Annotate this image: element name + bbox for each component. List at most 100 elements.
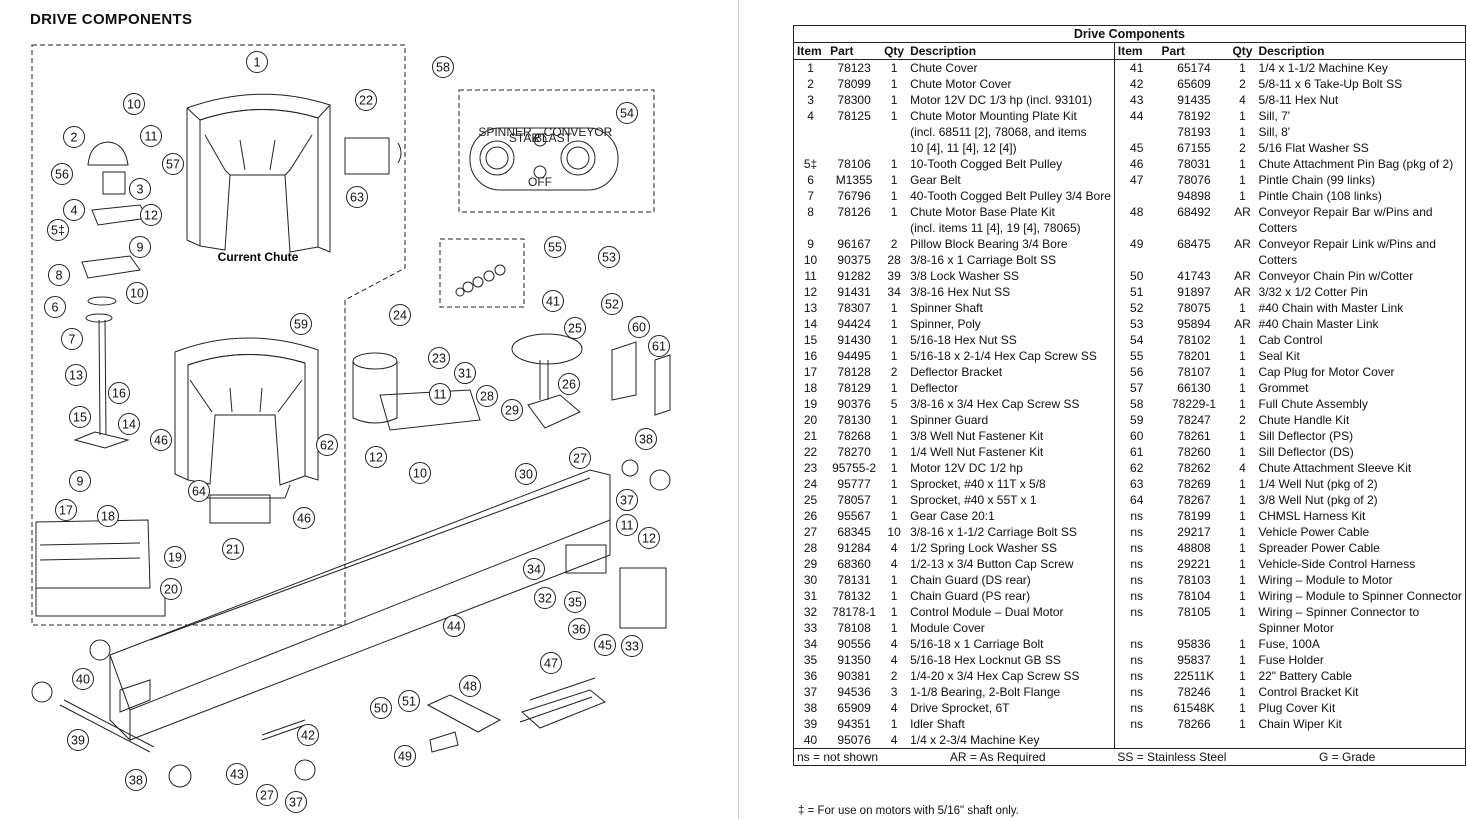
cell-part: 78128 [837, 365, 871, 379]
callout-number: 26 [562, 378, 576, 392]
cell-description: (incl. 68511 [2], 78068, and items [910, 125, 1087, 139]
cell-description: Chute Motor Base Plate Kit [910, 205, 1055, 219]
callout-number: 10 [413, 467, 427, 481]
cell-description: 3/8-16 Hex Nut SS [910, 285, 1011, 299]
cell-qty: 34 [887, 285, 901, 299]
cell-part: 95837 [1177, 653, 1211, 667]
callout-15: 15 [69, 406, 91, 428]
cell-part: 68360 [837, 557, 871, 571]
cell-description: 22" Battery Cable [1258, 669, 1353, 683]
cell-item: 9 [807, 237, 814, 251]
repair-bar-drawing [426, 694, 502, 733]
cell-description: Wiring – Spinner Connector to [1258, 605, 1420, 619]
callout-circle [140, 125, 162, 147]
callout-circle [621, 635, 643, 657]
cell-description: 5/16 Flat Washer SS [1258, 141, 1369, 155]
callout-number: 11 [434, 388, 447, 402]
cell-item: ns [1113, 700, 1159, 716]
cell-description: 5/16-18 x 1 Carriage Bolt [910, 637, 1044, 651]
cell-item: 27 [803, 525, 818, 539]
cell-item: 32 [803, 605, 818, 619]
cell-description: Chain Guard (DS rear) [910, 573, 1031, 587]
callout-number: 45 [598, 639, 612, 653]
cell-description: Chute Cover [910, 61, 978, 75]
cell-item: 43 [1113, 92, 1159, 108]
callout-40: 40 [72, 668, 94, 690]
callout-20: 20 [160, 578, 182, 600]
cell-item: 23 [803, 461, 818, 475]
cell-qty: 1 [890, 157, 898, 171]
cell-description: Gear Case 20:1 [910, 509, 995, 523]
cell-part: 91430 [837, 333, 871, 347]
callout-62: 62 [316, 434, 338, 456]
cell-part: 61548K [1173, 701, 1215, 715]
callout-circle [346, 186, 368, 208]
cell-part: 95755-2 [832, 461, 877, 475]
callout-number: 32 [538, 592, 552, 606]
cell-qty: 1 [1239, 109, 1246, 123]
cell-description: Idler Shaft [910, 717, 965, 731]
cell-item: 26 [803, 509, 818, 523]
callout-circle [256, 784, 278, 806]
callout-circle [47, 219, 69, 241]
callout-circle [432, 56, 454, 78]
cell-part: 91284 [837, 541, 871, 555]
callout-number: 27 [260, 789, 274, 803]
cab-control-drawing [469, 127, 619, 191]
cell-part: 91282 [837, 269, 871, 283]
callout-circle [558, 373, 580, 395]
callout-2: 2 [63, 126, 85, 148]
cell-qty: 4 [890, 653, 898, 667]
cell-qty: 1 [890, 317, 898, 331]
cell-description: 1/4 x 1-1/2 Machine Key [1258, 61, 1388, 75]
cell-qty: 1 [1239, 125, 1246, 139]
cell-part: 78130 [837, 413, 871, 427]
callout-9: 9 [69, 470, 91, 492]
callout-number: 16 [112, 387, 126, 401]
cell-description: 3/8-16 x 1 Carriage Bolt SS [910, 253, 1057, 267]
callout-51: 51 [398, 690, 420, 712]
cell-qty: 2 [890, 669, 898, 683]
cell-part: 78199 [1177, 509, 1211, 523]
cell-qty: 10 [887, 525, 901, 539]
cell-part [1159, 732, 1230, 749]
cell-description: Chute Attachment Sleeve Kit [1258, 461, 1412, 475]
callout-circle [598, 246, 620, 268]
cell-qty: 1 [890, 605, 898, 619]
cell-part [1159, 620, 1230, 636]
table-caption: Drive Components [793, 25, 1466, 43]
cell-part: 78270 [837, 445, 871, 459]
cell-qty: 1 [1239, 301, 1246, 315]
cell-part: M1355 [835, 173, 873, 187]
cell-item: 55 [1113, 348, 1159, 364]
cell-part: 78105 [1177, 605, 1211, 619]
callout-number: 14 [122, 418, 136, 432]
callout-number: 3 [137, 183, 144, 197]
cell-part: 95567 [837, 509, 871, 523]
cell-item: ns [1113, 652, 1159, 668]
callout-52: 52 [601, 293, 623, 315]
cell-description: Chute Motor Cover [910, 77, 1012, 91]
cell-item [794, 140, 828, 156]
cell-item: ns [1113, 684, 1159, 700]
callout-32: 32 [534, 587, 556, 609]
cell-part: 94495 [837, 349, 871, 363]
sill-deflector-ds-drawing [654, 354, 671, 416]
cell-part: 78192 [1177, 109, 1211, 123]
callout-number: 50 [374, 702, 388, 716]
current-chute-drawing [186, 93, 402, 253]
callout-number: 55 [548, 241, 562, 255]
callout-61: 61 [648, 335, 670, 357]
cell-qty: 1 [890, 461, 898, 475]
cell-qty: 1 [890, 109, 898, 123]
cell-qty: 4 [1239, 93, 1246, 107]
cell-description: Vehicle Power Cable [1258, 525, 1370, 539]
conveyor-frame-drawing [109, 469, 611, 742]
